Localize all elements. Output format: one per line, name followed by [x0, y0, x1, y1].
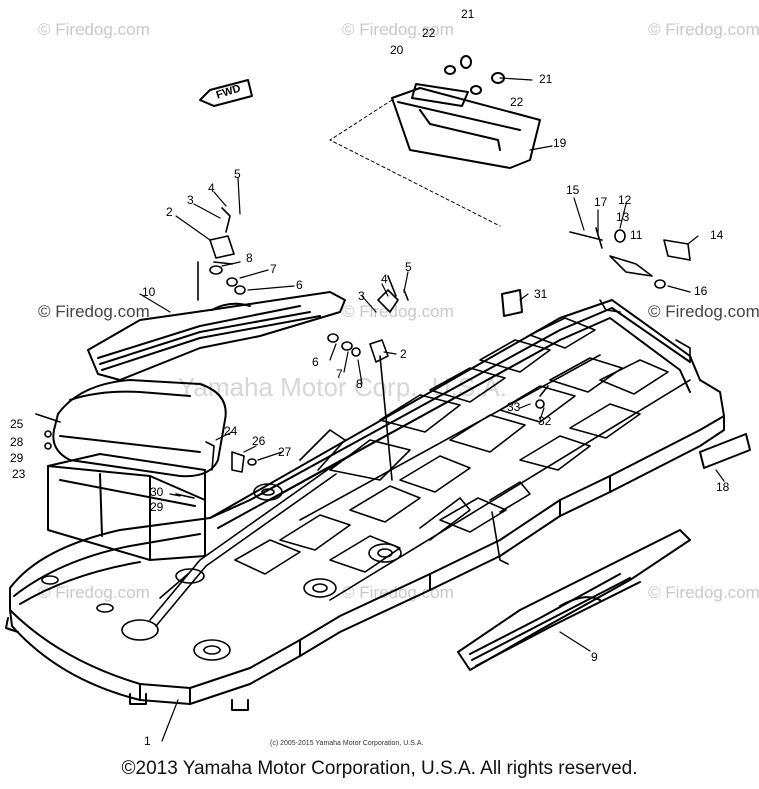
callout-7-center: 7	[336, 367, 343, 381]
callout-19: 19	[553, 136, 567, 150]
decal-31	[501, 289, 523, 317]
watermark-low-right: © Firedog.com	[648, 583, 759, 602]
callout-15: 15	[566, 183, 580, 197]
callout-33: 33	[507, 400, 521, 414]
callout-16: 16	[694, 284, 708, 298]
callout-1: 1	[144, 734, 151, 748]
callout-23: 23	[12, 467, 26, 481]
callout-31: 31	[534, 287, 548, 301]
callout-2-left: 2	[166, 205, 173, 219]
frame-pods	[41, 483, 402, 661]
callout-13: 13	[616, 210, 630, 224]
callout-21-top: 21	[461, 7, 475, 21]
watermark-mid-left: © Firedog.com	[38, 302, 150, 321]
callout-8-left: 8	[246, 251, 253, 265]
callout-3-center: 3	[358, 289, 365, 303]
callout-32: 32	[538, 414, 552, 428]
callout-22-right: 22	[510, 95, 524, 109]
emblem-18	[699, 433, 751, 469]
callout-2-center: 2	[400, 347, 407, 361]
callout-28: 28	[10, 435, 24, 449]
bracket-group-left	[197, 207, 246, 301]
storage-box	[47, 453, 206, 561]
callout-5-left: 5	[234, 167, 241, 181]
callout-6-left: 6	[296, 278, 303, 292]
callout-10: 10	[142, 285, 156, 299]
frame-hull	[5, 299, 725, 711]
callout-17: 17	[594, 195, 608, 209]
callout-22-top: 22	[422, 26, 436, 40]
callout-9: 9	[591, 650, 598, 664]
callout-4-center: 4	[381, 272, 388, 286]
callout-26: 26	[252, 434, 266, 448]
watermark-top-left: © Firedog.com	[38, 20, 150, 39]
callout-4-left: 4	[208, 181, 215, 195]
watermark-low-left: © Firedog.com	[38, 583, 150, 602]
hardware-25-30	[35, 413, 257, 499]
callout-8-center: 8	[356, 377, 363, 391]
callout-12: 12	[618, 193, 632, 207]
watermark-top-center: © Firedog.com	[342, 20, 454, 39]
watermark-top-right: © Firedog.com	[648, 20, 759, 39]
watermark-mid-center: © Firedog.com	[342, 302, 454, 321]
callout-18: 18	[716, 480, 730, 494]
fasteners-32-33	[535, 385, 549, 409]
seat-cushion	[52, 379, 227, 478]
callout-6-center: 6	[312, 355, 319, 369]
frame-cross-braces	[234, 317, 691, 601]
callout-24: 24	[224, 424, 238, 438]
steering-rod	[149, 429, 531, 627]
leader-lines	[139, 77, 725, 742]
small-copyright: (c) 2005-2015 Yamaha Motor Corporation, …	[270, 740, 424, 747]
callout-20: 20	[390, 43, 404, 57]
leader-dashed	[329, 99, 501, 227]
watermark-low-center: © Firedog.com	[342, 583, 454, 602]
callout-30: 30	[150, 485, 164, 499]
callout-3-left: 3	[187, 193, 194, 207]
callout-29-right: 29	[150, 500, 164, 514]
footrest-right	[457, 529, 691, 671]
callout-25: 25	[10, 417, 24, 431]
callout-7-left: 7	[270, 262, 277, 276]
footer-copyright: ©2013 Yamaha Motor Corporation, U.S.A. A…	[121, 758, 638, 779]
fwd-arrow-shape	[199, 79, 253, 107]
watermark-mid-right: © Firedog.com	[648, 302, 759, 321]
callout-29-left: 29	[10, 451, 24, 465]
callout-5-center: 5	[405, 260, 412, 274]
callout-21-right: 21	[539, 72, 553, 86]
callout-27: 27	[278, 445, 292, 459]
footrest-left	[87, 291, 346, 381]
rear-panel	[391, 87, 541, 169]
callout-14: 14	[710, 228, 724, 242]
bracket-group-right	[569, 227, 691, 363]
callout-11: 11	[630, 228, 643, 242]
